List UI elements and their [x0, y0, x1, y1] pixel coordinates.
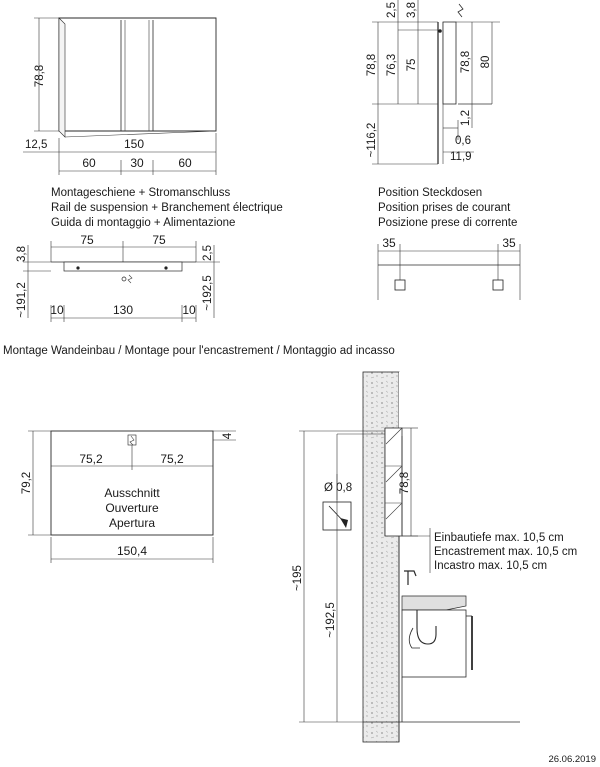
- depth-label-it: Incastro max. 10,5 cm: [434, 560, 547, 572]
- cutout-label-fr: Ouverture: [105, 501, 159, 515]
- front-segment-3: 60: [178, 156, 192, 170]
- front-total-width-label: 150: [124, 137, 144, 151]
- side-electric-icon: [457, 3, 464, 18]
- wall-cross-section: [362, 371, 400, 743]
- front-segment-2: 30: [130, 156, 144, 170]
- front-offset-label: 12,5: [25, 139, 47, 151]
- rail-right-floor-label: ~192,5: [202, 275, 214, 311]
- side-top-a-label: 2,5: [386, 2, 398, 18]
- cutout-label-de: Ausschnitt: [104, 486, 160, 500]
- rail-right-half-label: 75: [152, 233, 166, 247]
- cutout-label-it: Apertura: [109, 516, 155, 530]
- socket-left-label: 35: [382, 236, 396, 250]
- front-height-label: 78,8: [34, 65, 46, 87]
- side-total-height-label: 78,8: [366, 54, 378, 76]
- front-segment-1: 60: [82, 156, 96, 170]
- rail-bottom-right-label: 10: [182, 303, 196, 317]
- cutout-left-half-label: 75,2: [79, 452, 103, 466]
- rail-label-it: Guida di montaggio + Alimentazione: [51, 217, 235, 229]
- drawing-date: 26.06.2019: [548, 754, 596, 765]
- side-view: 2,5 3,8 78,8 76,3 75 78,8 80 1,2 ~116,2 …: [366, 0, 500, 165]
- rail-left-floor-label: ~191,2: [16, 282, 28, 318]
- wall-socket-height-label: ~192,5: [325, 602, 337, 638]
- socket-right: [492, 279, 504, 291]
- side-cabinet-profile: [442, 21, 457, 105]
- section-title: Montage Wandeinbau / Montage pour l'enca…: [3, 345, 395, 357]
- wall-cabinet-height-label: 78,8: [399, 472, 411, 494]
- drain-pipe: [416, 610, 437, 645]
- rail-label-de: Montageschiene + Stromanschluss: [51, 187, 231, 199]
- cutout-view: 4 79,2 75,2 75,2 Ausschnitt Ouverture Ap…: [21, 430, 236, 563]
- sockets-label-fr: Position prises de courant: [378, 202, 511, 214]
- socket-position-block: Position Steckdosen Position prises de c…: [377, 187, 521, 300]
- sockets-label-it: Posizione prese di corrente: [378, 217, 517, 229]
- faucet: [404, 570, 417, 585]
- cabinet-side-edge: [58, 17, 66, 138]
- side-top-b-label: 3,8: [406, 2, 418, 18]
- cutout-right-half-label: 75,2: [160, 452, 184, 466]
- side-right-height2-label: 80: [480, 56, 492, 69]
- cutout-socket-box: [127, 434, 137, 446]
- rail-label-fr: Rail de suspension + Branchement électri…: [51, 202, 283, 214]
- rail-right-top-label: 2,5: [202, 245, 214, 261]
- cutout-top-offset-label: 4: [222, 432, 234, 439]
- side-floor-height-label: ~116,2: [366, 123, 378, 158]
- depth-label-de: Einbautiefe max. 10,5 cm: [434, 532, 564, 544]
- cabinet-front: [58, 17, 217, 132]
- mounting-rail: [63, 261, 183, 272]
- rail-bottom-mid-label: 130: [113, 303, 133, 317]
- side-gap-label: 1,2: [460, 110, 472, 126]
- wall-total-height-label: ~195: [292, 565, 304, 591]
- cutout-height-label: 79,2: [21, 472, 33, 494]
- cutout-electric-icon: [129, 435, 135, 446]
- sockets-label-de: Position Steckdosen: [378, 187, 482, 199]
- depth-label-fr: Encastrement max. 10,5 cm: [434, 546, 577, 558]
- mounting-rail-block: Montageschiene + Stromanschluss Rail de …: [16, 187, 283, 322]
- rail-left-half-label: 75: [80, 233, 94, 247]
- front-view: 78,8 12,5 150 60 30 60: [23, 17, 217, 175]
- rail-left-height-label: 3,8: [16, 246, 28, 262]
- washbasin: [401, 595, 467, 611]
- side-right-height-label: 78,8: [460, 51, 472, 73]
- rail-electric-icon: [127, 274, 133, 284]
- cutout-width-label: 150,4: [117, 544, 147, 558]
- side-depth-b-label: 11,9: [450, 151, 472, 163]
- rail-bottom-left-label: 10: [50, 303, 64, 317]
- side-door-height-label: 75: [406, 59, 418, 72]
- vanity-unit: [401, 609, 467, 678]
- side-depth-a-label: 0,6: [455, 135, 471, 147]
- side-inner-height-label: 76,3: [386, 54, 398, 76]
- cable-diameter-label: Ø 0,8: [324, 482, 352, 494]
- socket-right-label: 35: [502, 236, 516, 250]
- wall-section-view: 78,8 Einbautiefe max. 10,5 cm Encastreme…: [292, 371, 577, 743]
- socket-left: [394, 279, 406, 291]
